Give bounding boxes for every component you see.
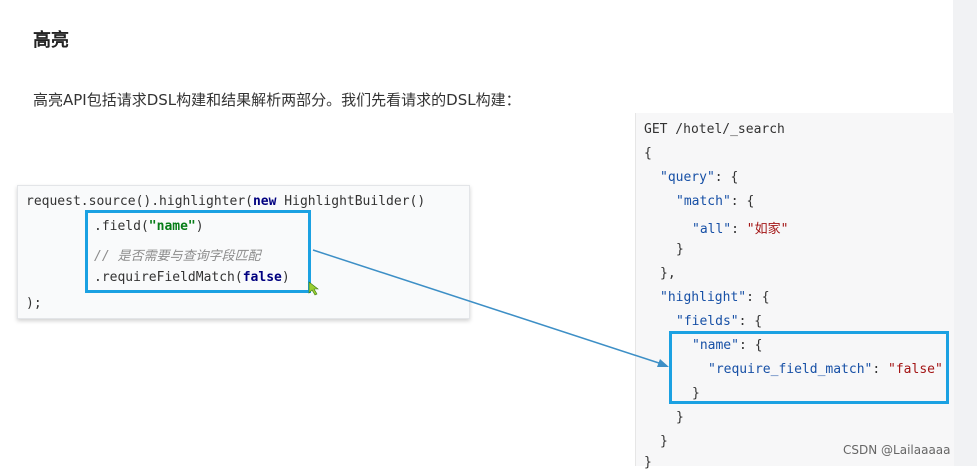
dsl-code-block: GET /hotel/_search { "query": { "match":… <box>635 113 954 470</box>
dsl-line-7: }, <box>660 266 676 281</box>
java-code-line-4: .requireFieldMatch(false) <box>94 270 290 285</box>
intro-paragraph: 高亮API包括请求DSL构建和结果解析两部分。我们先看请求的DSL构建： <box>33 91 521 109</box>
dsl-line-10: "name": { <box>692 338 763 353</box>
dsl-line-1: GET /hotel/_search <box>644 122 785 137</box>
java-highlight-frame <box>85 210 311 293</box>
dsl-line-12: } <box>692 386 700 401</box>
dsl-line-13: } <box>676 410 684 425</box>
dsl-line-6: } <box>676 242 684 257</box>
dsl-line-2: { <box>644 146 652 161</box>
dsl-line-9: "fields": { <box>676 314 763 329</box>
page-right-margin <box>953 0 977 466</box>
dsl-line-4: "match": { <box>676 194 755 209</box>
dsl-line-14: } <box>660 434 668 449</box>
dsl-highlight-frame <box>669 331 949 404</box>
dsl-line-3: "query": { <box>660 170 739 185</box>
java-code-line-2: .field("name") <box>94 219 204 234</box>
dsl-line-8: "highlight": { <box>660 290 770 305</box>
java-code-line-1: request.source().highlighter(new Highlig… <box>26 194 426 209</box>
java-code-line-5: ); <box>26 296 42 311</box>
dsl-line-11: "require_field_match": "false" <box>708 362 943 377</box>
java-code-comment: // 是否需要与查询字段匹配 <box>94 249 261 264</box>
dsl-line-5: "all": "如家" <box>692 222 789 237</box>
section-heading: 高亮 <box>33 30 69 51</box>
dsl-line-15: } <box>644 455 652 470</box>
watermark: CSDN @Lailaaaaa <box>843 443 951 457</box>
